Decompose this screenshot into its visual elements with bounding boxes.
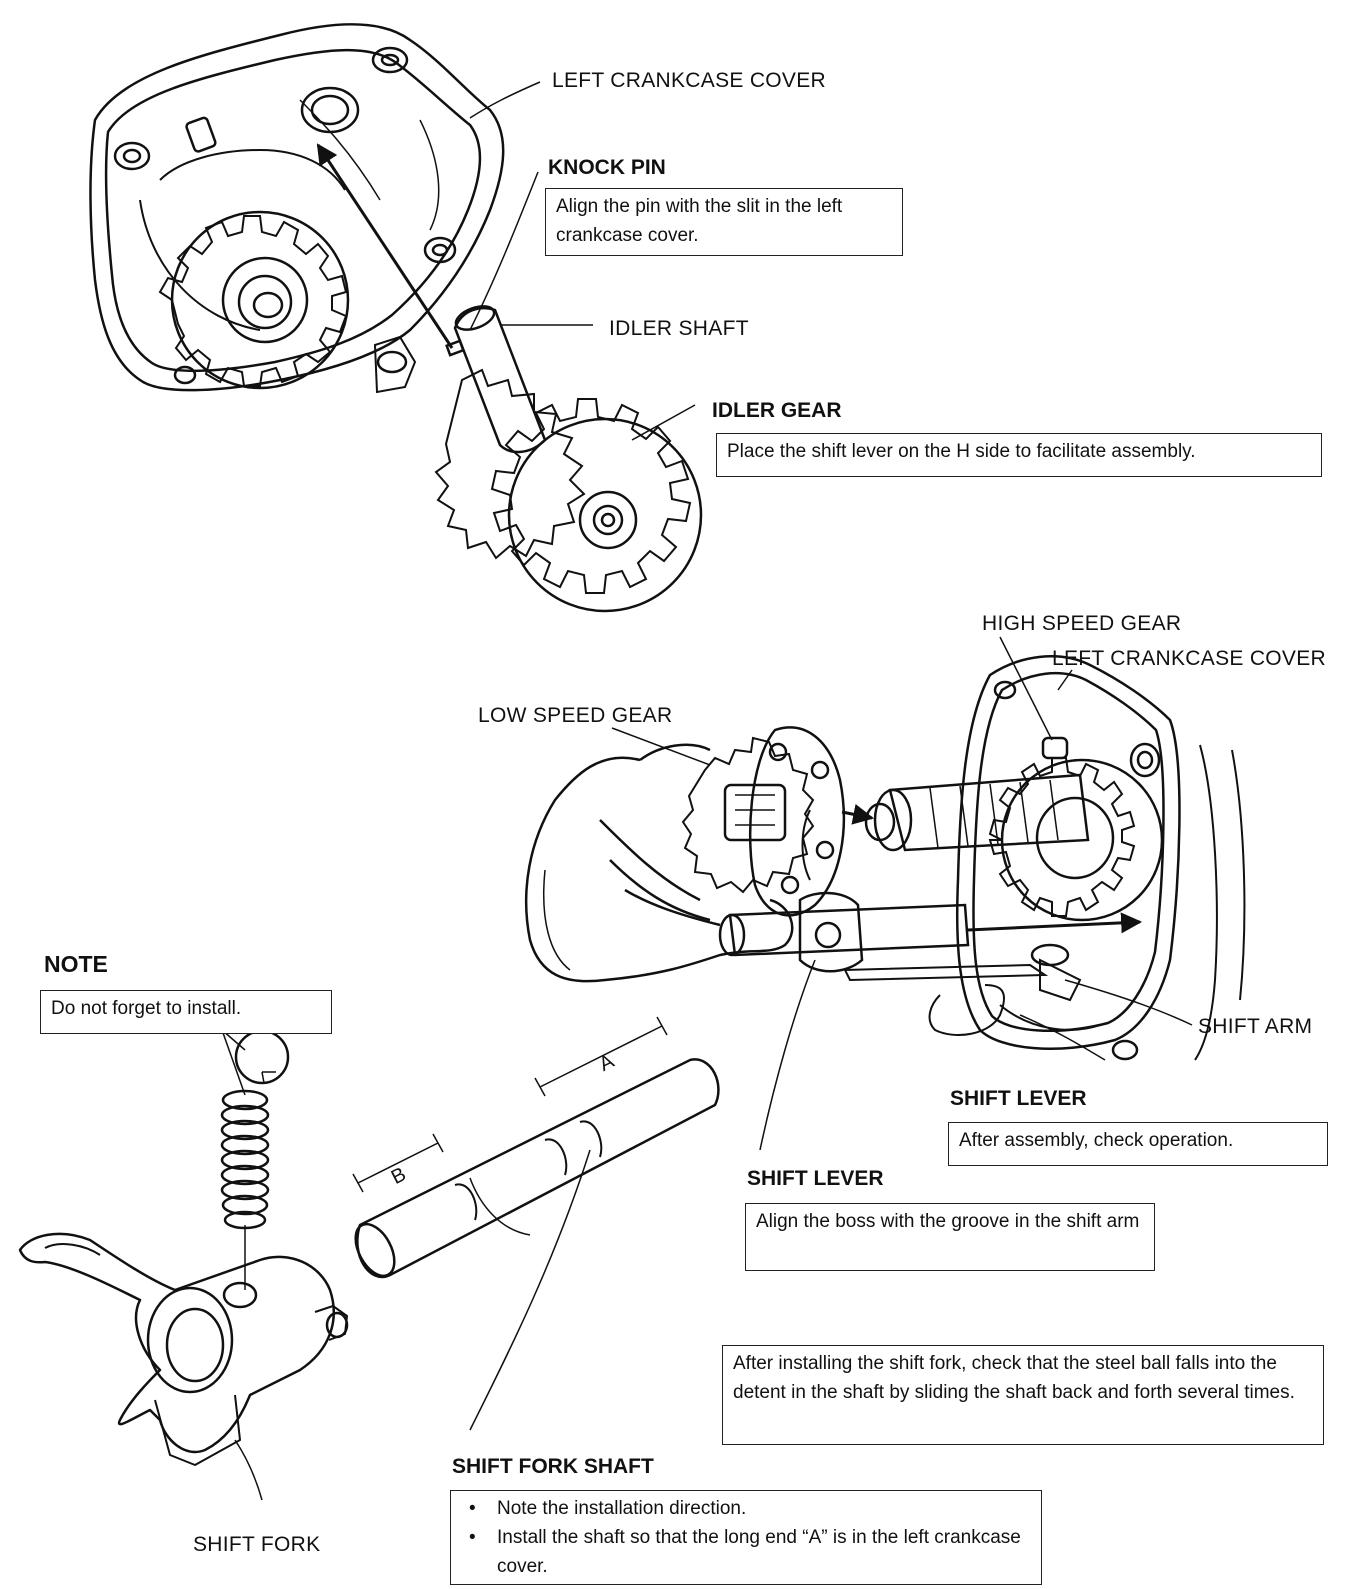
idler-gear-title: IDLER GEAR [712, 399, 842, 422]
hand-holding-assembly [524, 743, 794, 983]
knock-pin-title: KNOCK PIN [548, 156, 666, 179]
label-left-crankcase-cover-middle: LEFT CRANKCASE COVER [1052, 647, 1327, 670]
note-text: Do not forget to install. [51, 998, 242, 1019]
steel-ball-note-box: After installing the shift fork, check t… [722, 1345, 1324, 1445]
bottom-leader-lines [234, 1149, 591, 1501]
steel-ball [234, 1029, 290, 1085]
steel-ball-note-text: After installing the shift fork, check t… [733, 1353, 1295, 1403]
label-low-speed-gear: LOW SPEED GEAR [478, 704, 673, 727]
idler-gear-note-text: Place the shift lever on the H side to f… [727, 441, 1196, 462]
top-leader-lines [469, 81, 696, 441]
shift-lever-note-2-box: Align the boss with the groove in the sh… [745, 1203, 1155, 1271]
label-shift-fork: SHIFT FORK [193, 1533, 321, 1556]
shift-fork-shaft [354, 1058, 720, 1279]
idler-shaft-and-gear [434, 305, 703, 613]
gear-to-shaft-arrow [841, 803, 875, 825]
left-crankcase-cover-illustration-middle [955, 655, 1246, 1061]
high-speed-gear [988, 736, 1164, 922]
label-idler-shaft: IDLER SHAFT [609, 317, 749, 340]
shift-fork [18, 1232, 349, 1466]
shift-fork-shaft-title: SHIFT FORK SHAFT [452, 1455, 654, 1478]
middle-leader-lines [611, 636, 1193, 1151]
shift-fork-shaft-notes-box: Note the installation direction. Install… [450, 1490, 1042, 1585]
shift-lever-shaft-assembly [718, 809, 1101, 1036]
shift-lever-note-1-box: After assembly, check operation. [948, 1122, 1328, 1166]
shift-lever-title-2: SHIFT LEVER [747, 1167, 884, 1190]
label-shift-arm: SHIFT ARM [1198, 1015, 1313, 1038]
dimension-a-marker [534, 1016, 668, 1097]
note-box: Do not forget to install. [40, 990, 332, 1034]
knock-pin-note-text: Align the pin with the slit in the left … [556, 196, 843, 246]
dimension-b-marker [352, 1133, 444, 1193]
label-left-crankcase-cover-top: LEFT CRANKCASE COVER [552, 69, 827, 92]
left-crankcase-cover-illustration-top [89, 23, 505, 392]
main-shaft [864, 773, 1090, 852]
knock-pin-alignment-arrow [316, 143, 454, 349]
shaft-to-cover-arrow [967, 912, 1143, 934]
internal-gear-top [158, 116, 417, 394]
low-speed-gear-and-plate [681, 726, 846, 917]
shift-lever-note-2-text: Align the boss with the groove in the sh… [756, 1211, 1140, 1232]
label-high-speed-gear: HIGH SPEED GEAR [982, 612, 1182, 635]
shift-fork-shaft-note-1: Note the installation direction. [469, 1494, 1031, 1523]
note-leader-lines [221, 1029, 246, 1290]
detent-spring [220, 1089, 270, 1230]
knock-pin-note-box: Align the pin with the slit in the left … [545, 188, 903, 256]
shift-fork-shaft-note-2: Install the shaft so that the long end “… [469, 1523, 1031, 1581]
note-title: NOTE [44, 951, 108, 977]
idler-gear-note-box: Place the shift lever on the H side to f… [716, 433, 1322, 477]
shift-lever-title-1: SHIFT LEVER [950, 1087, 1087, 1110]
shift-lever-note-1-text: After assembly, check operation. [959, 1130, 1234, 1151]
